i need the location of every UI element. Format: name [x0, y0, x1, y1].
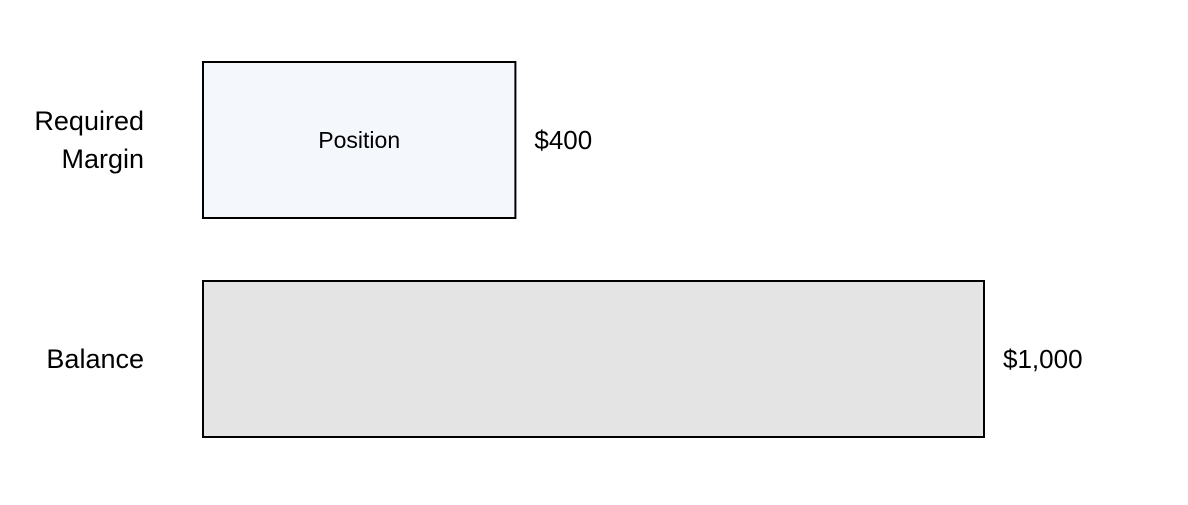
- category-label-0-line-1: Margin: [61, 144, 144, 174]
- bar-0: [202, 61, 517, 219]
- category-label-1-line-0: Balance: [46, 344, 144, 374]
- category-label-0-line-0: Required: [34, 106, 144, 136]
- value-label-1: $1,000: [1003, 344, 1083, 374]
- bar-inner-label-0: Position: [318, 127, 400, 153]
- bar-1: [202, 280, 985, 438]
- value-label-0: $400: [534, 125, 592, 155]
